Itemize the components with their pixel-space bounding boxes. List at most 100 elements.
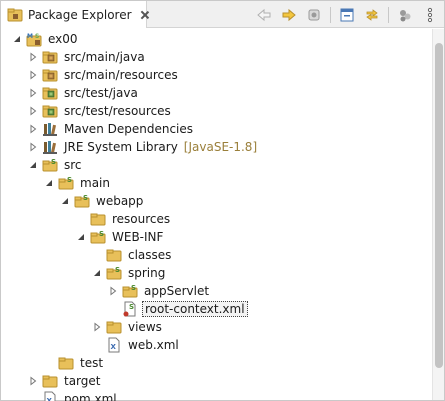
- tree-item[interactable]: classes: [91, 246, 173, 264]
- svg-text:X: X: [47, 397, 53, 401]
- svg-text:S: S: [99, 230, 104, 238]
- tree-item-label: src/test/resources: [64, 104, 171, 118]
- svg-text:S: S: [115, 266, 120, 274]
- tree-twisty[interactable]: [75, 228, 87, 246]
- tree-twisty[interactable]: [107, 282, 119, 300]
- tree-item-label: src/test/java: [64, 86, 138, 100]
- collapsed-arrow-icon: [30, 142, 37, 152]
- expanded-arrow-icon: [14, 36, 20, 42]
- spring-folder-icon: S: [90, 229, 106, 245]
- xml-file-icon: X: [42, 391, 58, 401]
- tree-item[interactable]: Maven Dependencies: [27, 120, 195, 138]
- tree-item-label: spring: [128, 266, 166, 280]
- tree-item[interactable]: test: [43, 354, 105, 372]
- tree-item-label: views: [128, 320, 162, 334]
- spring-folder-icon: S: [74, 193, 90, 209]
- spring-folder-icon: S: [42, 157, 58, 173]
- home-button[interactable]: [304, 5, 324, 25]
- tree-twisty[interactable]: [27, 84, 39, 102]
- close-icon[interactable]: [140, 10, 146, 20]
- tree-twisty[interactable]: [43, 174, 55, 192]
- link-with-editor-button[interactable]: [362, 5, 382, 25]
- package-explorer-icon: [7, 7, 23, 23]
- tree-twisty: [75, 210, 87, 228]
- tree-item-label: test: [80, 356, 104, 370]
- scrollbar-thumb[interactable]: [435, 43, 443, 368]
- tree-twisty: [27, 390, 39, 401]
- expanded-arrow-icon: [78, 234, 84, 240]
- tree-item-label: root-context.xml: [142, 301, 248, 317]
- tree-item-label: web.xml: [128, 338, 179, 352]
- tree-item-label: appServlet: [144, 284, 210, 298]
- test-source-folder-icon: [42, 103, 58, 119]
- expanded-arrow-icon: [62, 198, 68, 204]
- tree-twisty[interactable]: [27, 48, 39, 66]
- view-tab-bar: Package Explorer: [1, 1, 444, 28]
- collapsed-arrow-icon: [30, 124, 37, 134]
- folder-icon: [106, 319, 122, 335]
- spring-xml-file-icon: S: [122, 301, 138, 317]
- tree-item-label: JRE System Library: [64, 140, 178, 154]
- tree-item[interactable]: src/test/java: [27, 84, 140, 102]
- tree-item[interactable]: src/test/resources: [27, 102, 173, 120]
- collapsed-arrow-icon: [94, 322, 101, 332]
- svg-text:X: X: [111, 343, 117, 351]
- tree-item[interactable]: resources: [75, 210, 172, 228]
- tree-twisty[interactable]: [27, 156, 39, 174]
- library-icon: [42, 121, 58, 137]
- tree-item-label: resources: [112, 212, 171, 226]
- tree-item-label: classes: [128, 248, 172, 262]
- source-folder-icon: [42, 67, 58, 83]
- forward-button[interactable]: [279, 5, 299, 25]
- library-icon: [42, 139, 58, 155]
- tree-item[interactable]: src/main/java: [27, 48, 147, 66]
- tree-item-decoration: [JavaSE-1.8]: [183, 140, 258, 154]
- folder-icon: [106, 247, 122, 263]
- tree-item[interactable]: JRE System Library [JavaSE-1.8]: [27, 138, 257, 156]
- tree-twisty[interactable]: [91, 264, 103, 282]
- collapse-all-icon: [340, 8, 354, 22]
- tree-twisty[interactable]: [27, 66, 39, 84]
- tree-twisty[interactable]: [27, 372, 39, 390]
- back-icon: [257, 8, 271, 22]
- svg-text:S: S: [51, 158, 56, 166]
- tree-item-label: webapp: [96, 194, 144, 208]
- tree-item[interactable]: target: [27, 372, 103, 390]
- svg-text:S: S: [83, 194, 88, 202]
- tree-twisty[interactable]: [27, 120, 39, 138]
- tree-twisty[interactable]: [59, 192, 71, 210]
- tree-twisty[interactable]: [27, 138, 39, 156]
- tree-item-label: target: [64, 374, 101, 388]
- spring-folder-icon: S: [106, 265, 122, 281]
- tree-twisty[interactable]: [91, 318, 103, 336]
- tree-item-label: pom.xml: [64, 392, 117, 401]
- tab-package-explorer[interactable]: Package Explorer: [1, 1, 147, 28]
- back-button[interactable]: [254, 5, 274, 25]
- svg-text:S: S: [129, 303, 134, 311]
- view-menu-button[interactable]: [420, 5, 440, 25]
- vertical-scrollbar[interactable]: [432, 29, 444, 400]
- xml-file-icon: X: [106, 337, 122, 353]
- tree-item[interactable]: views: [91, 318, 164, 336]
- toolbar-separator: [330, 7, 331, 23]
- focus-button[interactable]: [395, 5, 415, 25]
- tab-title: Package Explorer: [28, 7, 132, 22]
- tree-twisty[interactable]: [27, 102, 39, 120]
- collapsed-arrow-icon: [30, 106, 37, 116]
- folder-icon: [58, 355, 74, 371]
- tree-twisty[interactable]: [11, 30, 23, 48]
- tree-item[interactable]: src/main/resources: [27, 66, 180, 84]
- collapse-all-button[interactable]: [337, 5, 357, 25]
